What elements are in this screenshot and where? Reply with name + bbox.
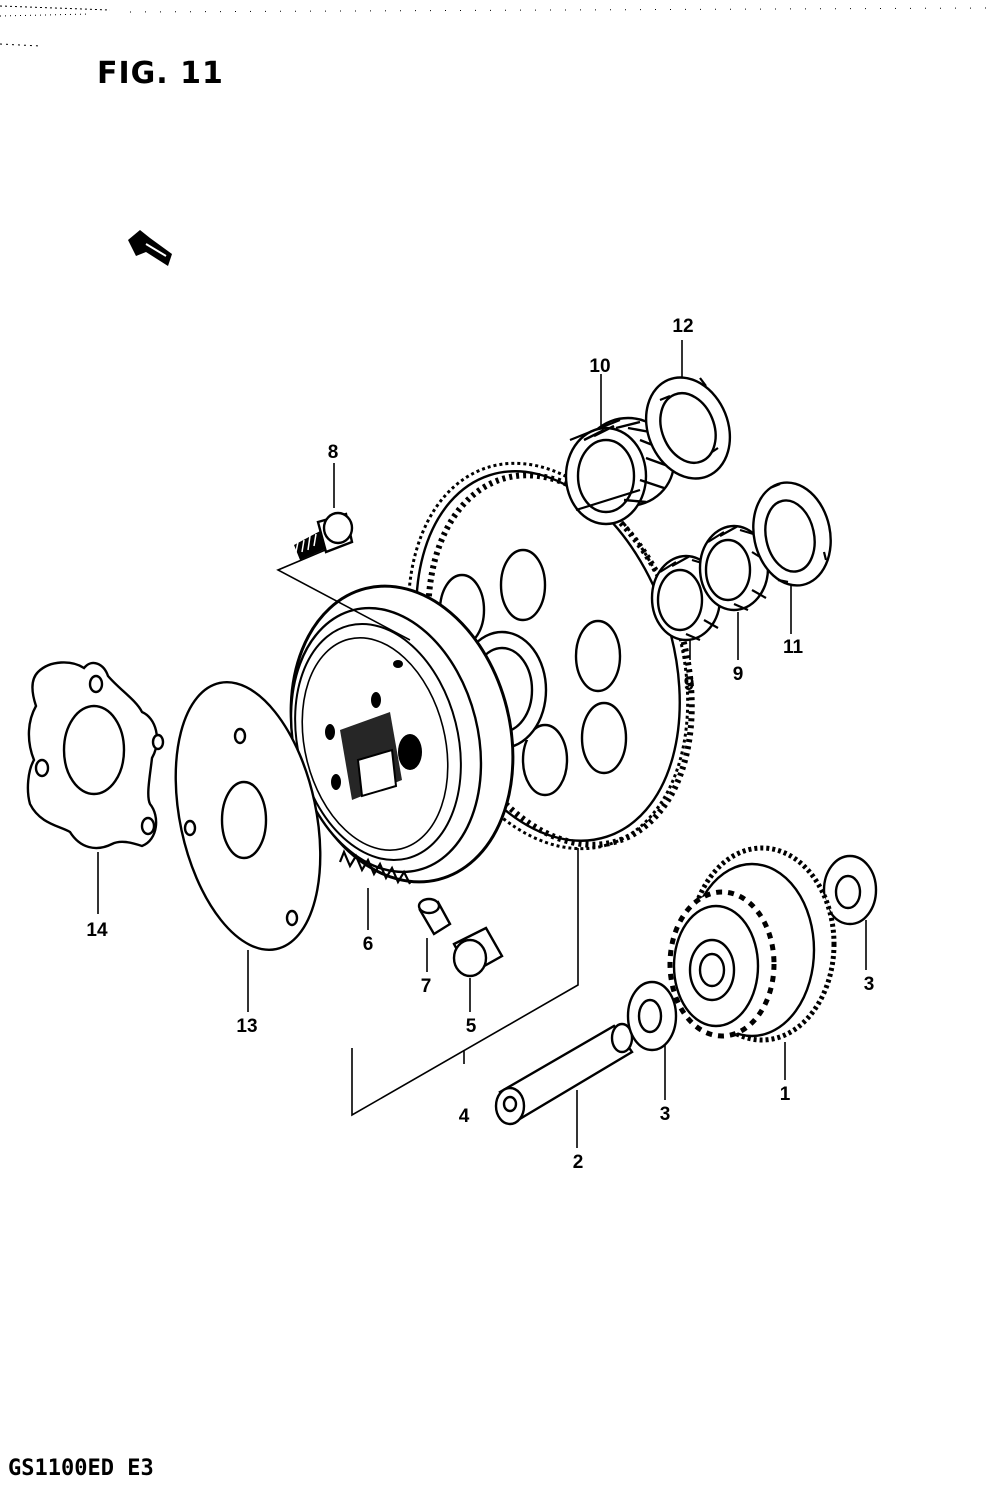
gear-primary [667,845,837,1043]
label-part-6: 6 [363,934,374,955]
part-labels: 1 2 3 3 4 5 6 7 8 9 9 10 11 12 13 14 [86,316,874,1173]
washer-left [626,980,678,1052]
label-part-9-left: 9 [684,674,695,695]
label-part-9-right: 9 [733,664,744,685]
model-code: GS1100ED E3 [8,1456,154,1481]
figure-title: FIG. 11 [97,56,224,91]
scan-noise [0,5,991,47]
thrust-washer [752,481,832,587]
label-part-12: 12 [672,316,693,337]
roller [452,926,504,978]
plate [174,681,322,951]
label-part-3-right: 3 [864,974,875,995]
label-part-4: 4 [459,1106,470,1127]
label-part-7: 7 [421,976,432,997]
leader-lines [97,340,867,1148]
label-part-1: 1 [780,1084,791,1105]
label-part-11: 11 [783,637,804,658]
label-part-3-left: 3 [660,1104,671,1125]
spring [338,849,411,885]
bolt [294,511,354,560]
label-part-5: 5 [466,1016,477,1037]
shaft [494,1022,634,1126]
label-part-8: 8 [328,442,339,463]
lock-plate [26,661,165,850]
front-arrow-icon [128,230,172,266]
label-part-14: 14 [86,920,108,941]
label-part-13: 13 [236,1016,257,1037]
label-part-10: 10 [589,356,610,377]
label-part-2: 2 [573,1152,584,1173]
thrust-washer-top [644,376,732,480]
plunger [417,897,452,936]
